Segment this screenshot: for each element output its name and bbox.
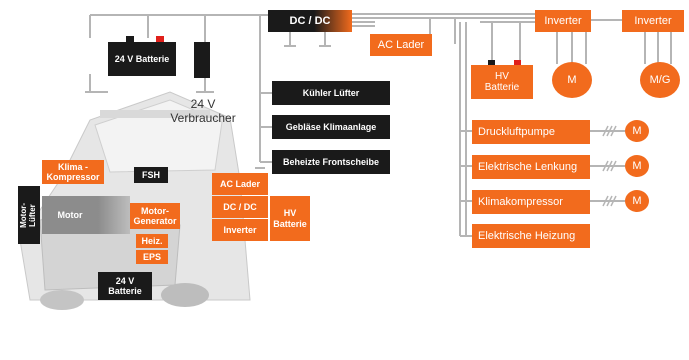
inverter-2: Inverter	[622, 10, 684, 32]
consumer-24v-symbol	[194, 42, 210, 78]
load-elektrische-lenkung: Elektrische Lenkung	[472, 155, 590, 179]
motor-elektrische-lenkung: M	[625, 155, 649, 177]
truck-motor-luefter-box: Motor- Lüfter	[18, 186, 40, 244]
load-klimakompressor: Klimakompressor	[472, 190, 590, 214]
dcdc-converter: DC / DC	[268, 10, 352, 32]
truck-inverter: Inverter	[212, 219, 268, 241]
ac-charger: AC Lader	[370, 34, 432, 56]
hv-battery: HV Batterie	[471, 65, 533, 99]
motor-generator: M/G	[640, 62, 680, 98]
truck-klima-kompressor: Klima - Kompressor	[42, 160, 104, 184]
traction-motor: M	[552, 62, 592, 98]
consumer-24v-label: 24 V Verbraucher	[162, 96, 244, 128]
truck-batterie-24v: 24 V Batterie	[98, 272, 152, 300]
load-beheizte-frontscheibe: Beheizte Frontscheibe	[272, 150, 390, 174]
inverter-1: Inverter	[535, 10, 591, 32]
motor-klimakompressor: M	[625, 190, 649, 212]
motor-druckluftpumpe: M	[625, 120, 649, 142]
truck-motor-generator: Motor- Generator	[130, 203, 180, 229]
load-kuehler-luefter: Kühler Lüfter	[272, 81, 390, 105]
load-elektrische-heizung: Elektrische Heizung	[472, 224, 590, 248]
truck-fsh: FSH	[134, 167, 168, 183]
battery-24v: 24 V Batterie	[108, 42, 176, 76]
truck-motor: Motor	[42, 196, 98, 234]
truck-ac-lader: AC Lader	[212, 173, 268, 195]
truck-hv-batterie: HV Batterie	[270, 196, 310, 241]
truck-heiz: Heiz.	[136, 234, 168, 248]
truck-dc-dc: DC / DC	[212, 196, 268, 218]
load-geblaese-klimaanlage: Gebläse Klimaanlage	[272, 115, 390, 139]
truck-motor-luefter: Motor- Lüfter	[20, 203, 38, 228]
load-druckluftpumpe: Druckluftpumpe	[472, 120, 590, 144]
truck-eps: EPS	[136, 250, 168, 264]
truck-motor-shaft	[98, 196, 130, 234]
